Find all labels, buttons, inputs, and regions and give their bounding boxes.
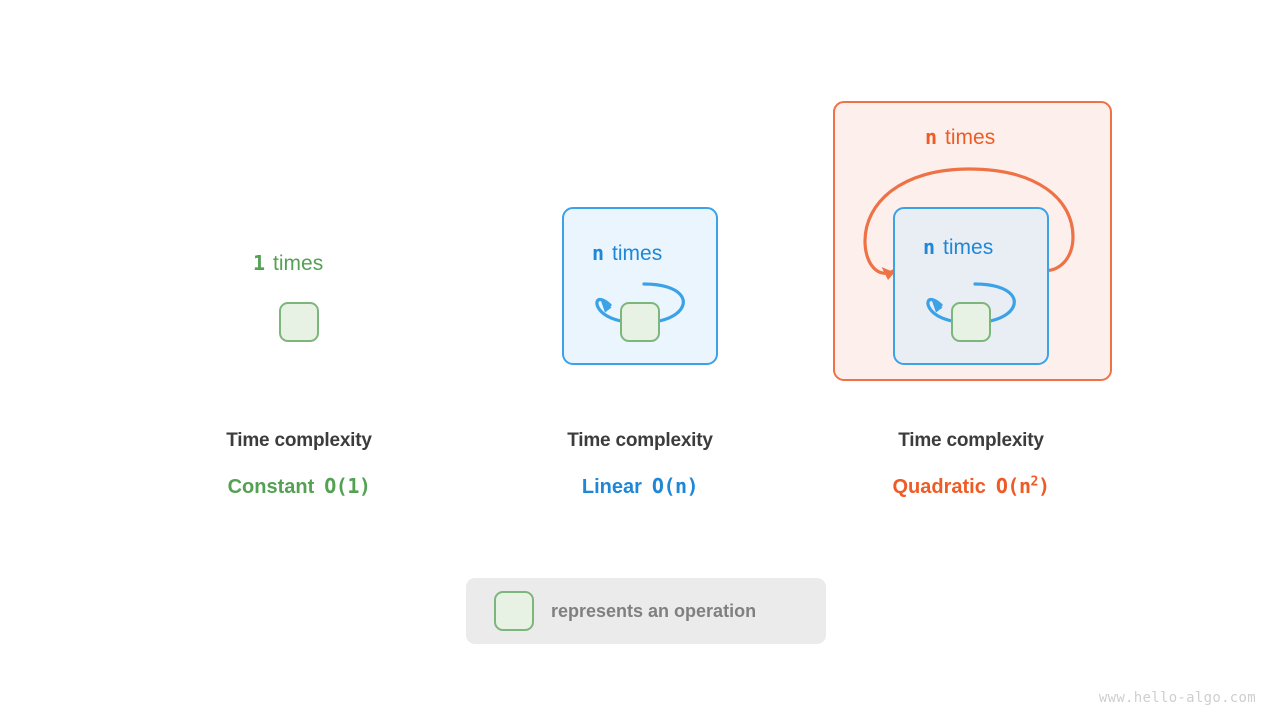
constant-complexity-name: Constant [227,476,315,498]
constant-loop-label: 1 times [253,253,323,274]
constant-caption-title: Time complexity [226,430,372,451]
quadratic-outer-loop-word: times [945,126,996,149]
linear-complexity-group: n times [562,207,718,365]
quadratic-inner-loop-label: n times [923,237,993,258]
quadratic-outer-loop-label: n times [925,127,995,148]
constant-complexity-group: 1 times [0,0,600,400]
quadratic-outer-loop-count: n [925,125,938,149]
quadratic-outer-loop-arrow-icon [863,167,1075,280]
constant-loop-count: 1 [253,251,266,275]
constant-caption: Time complexity Constant O(1) [129,430,469,499]
operation-square [951,302,991,342]
operation-square [620,302,660,342]
quadratic-complexity-bigo: O(n2) [996,474,1050,498]
linear-loop-label: n times [592,243,662,264]
legend-label: represents an operation [551,600,757,621]
legend-operation-square-icon [494,591,534,631]
constant-complexity-bigo: O(1) [324,474,371,498]
watermark: www.hello-algo.com [1098,690,1256,706]
operation-square [279,302,319,342]
quadratic-caption: Time complexity Quadratic O(n2) [801,430,1141,499]
legend: represents an operation [466,578,826,644]
linear-caption: Time complexity Linear O(n) [470,430,810,499]
quadratic-bigo-base: O(n [995,474,1031,498]
quadratic-inner-loop-box [893,207,1049,365]
quadratic-inner-loop-count: n [923,235,936,259]
linear-caption-value: Linear O(n) [470,474,810,499]
linear-loop-word: times [612,242,663,265]
quadratic-bigo-tail: ) [1037,474,1050,498]
linear-loop-count: n [592,241,605,265]
linear-caption-title: Time complexity [567,430,713,451]
linear-complexity-bigo: O(n) [651,474,699,498]
quadratic-caption-value: Quadratic O(n2) [801,474,1141,499]
quadratic-caption-title: Time complexity [898,430,1044,451]
quadratic-complexity-group: n times n times [833,101,1112,381]
quadratic-inner-loop-word: times [943,236,994,259]
linear-complexity-name: Linear [581,476,642,498]
constant-loop-word: times [273,252,324,275]
quadratic-complexity-name: Quadratic [892,476,986,498]
constant-caption-value: Constant O(1) [129,474,469,499]
quadratic-bigo-exponent: 2 [1030,474,1038,490]
